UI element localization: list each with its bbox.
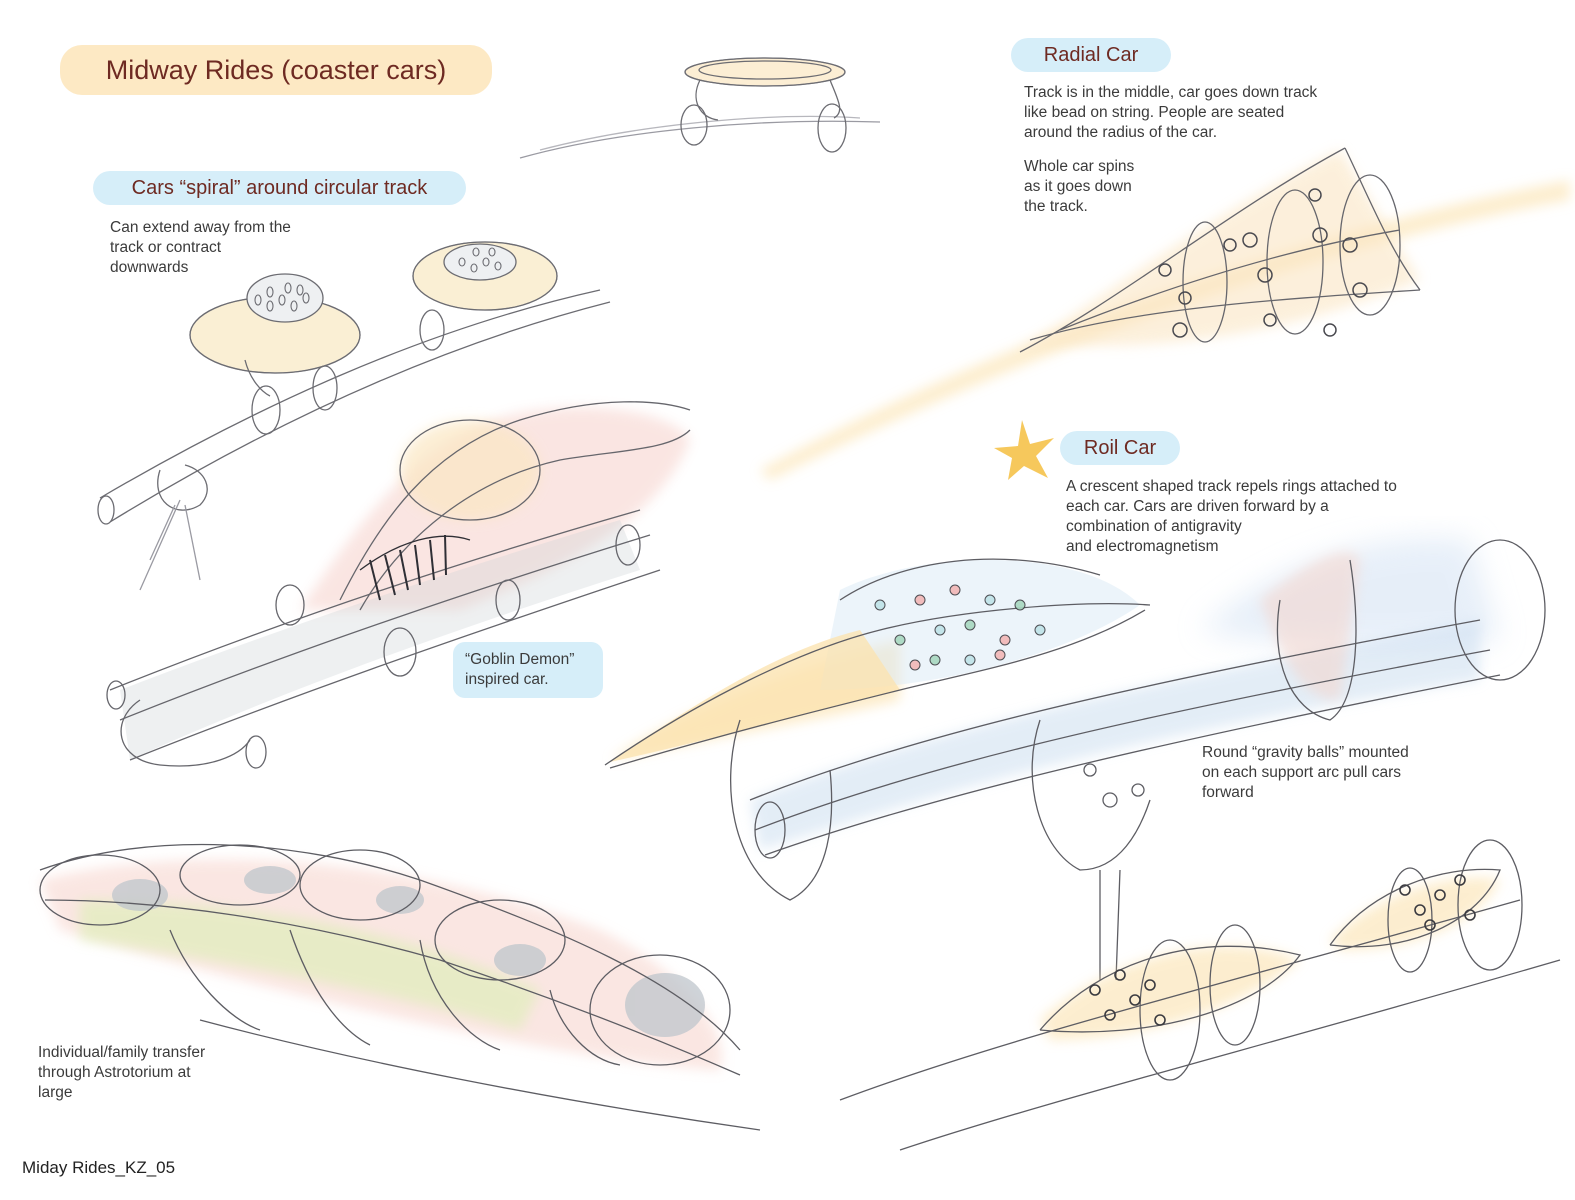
transfer-cars-sketch <box>39 843 761 1131</box>
roil-car-label: Roil Car <box>1060 431 1180 465</box>
goblin-demon-note: “Goblin Demon” inspired car. <box>453 642 603 698</box>
transfer-note: Individual/family transfer through Astro… <box>38 1044 206 1101</box>
radial-car-note: Track is in the middle, car goes down tr… <box>1024 84 1318 141</box>
footer-label: Miday Rides_KZ_05 <box>22 1158 176 1177</box>
star-icon <box>994 420 1054 480</box>
gravity-balls-note: Round “gravity balls” mounted on each su… <box>1202 744 1409 801</box>
radial-car-spin-note: Whole car spins as it goes down the trac… <box>1024 158 1135 215</box>
ring-pod-cars-sketch <box>839 839 1561 1151</box>
spiral-cars-label: Cars “spiral” around circular track <box>93 171 466 205</box>
small-ring-car-sketch <box>519 57 881 159</box>
spiral-cars-sketch <box>97 241 611 591</box>
page-title: Midway Rides (coaster cars) <box>60 45 492 95</box>
spiral-cars-note: Can extend away from the track or contra… <box>110 219 291 276</box>
goblin-demon-car-sketch <box>106 401 691 769</box>
radial-car-label: Radial Car <box>1011 38 1171 72</box>
roil-car-sketch <box>604 538 1546 981</box>
radial-car-sketch <box>760 147 1570 480</box>
roil-car-note: A crescent shaped track repels rings att… <box>1066 478 1397 555</box>
